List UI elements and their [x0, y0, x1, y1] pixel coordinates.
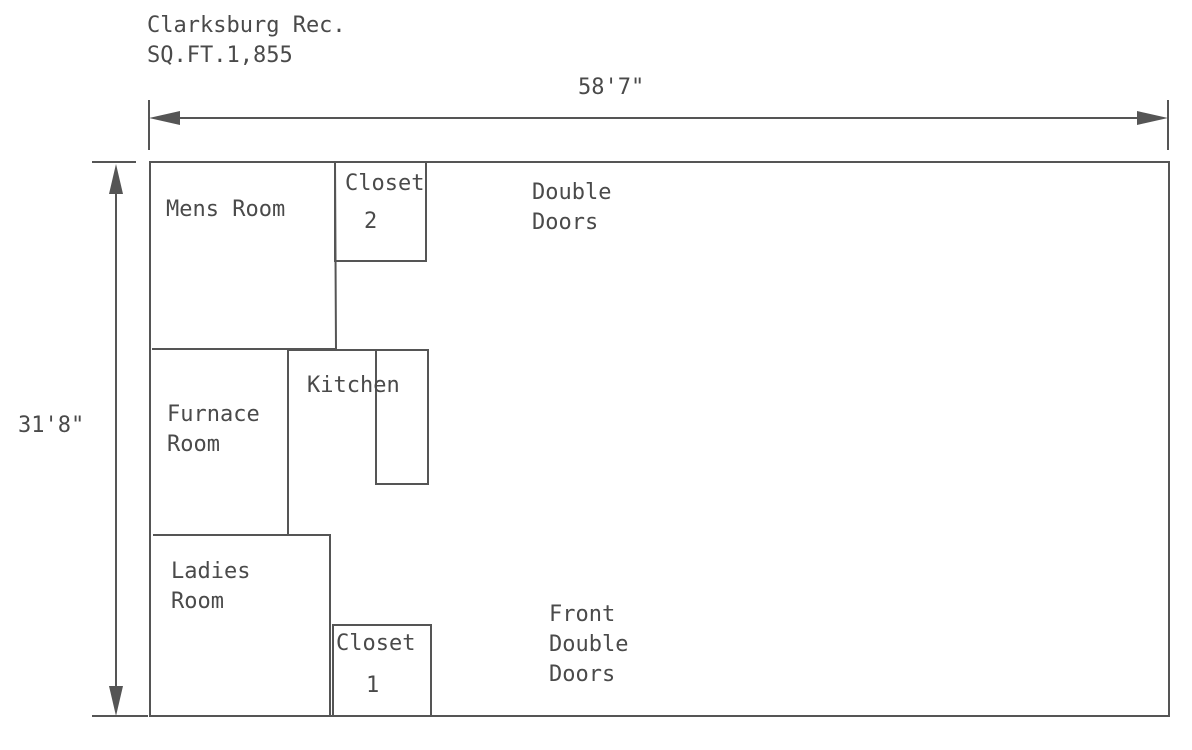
- front-double-doors-label-line3: Doors: [549, 662, 615, 687]
- ladies-room: Ladies Room: [153, 534, 331, 716]
- kitchen: Kitchen: [288, 349, 429, 485]
- mens-room-wall: [152, 161, 338, 350]
- building-outline: [149, 161, 1170, 717]
- width-dimension: 58'7": [148, 75, 1169, 150]
- closet-1-wall: [332, 624, 432, 717]
- closet-1-number: 1: [366, 673, 379, 698]
- mens-room-label: Mens Room: [166, 197, 285, 222]
- double-doors-label-line2: Doors: [532, 210, 598, 235]
- front-double-doors-label-line2: Double: [549, 632, 628, 657]
- furnace-room-label-line2: Room: [167, 432, 220, 457]
- ladies-room-label-line1: Ladies: [171, 559, 250, 584]
- height-dimension: 31'8": [18, 161, 148, 717]
- height-arrow-top-icon: [109, 164, 123, 194]
- height-dimension-label: 31'8": [18, 413, 84, 438]
- closet-2: Closet 2: [334, 161, 427, 262]
- width-dimension-label: 58'7": [578, 75, 644, 100]
- ladies-room-label-line2: Room: [171, 589, 224, 614]
- double-doors: Double Doors: [532, 180, 611, 235]
- ladies-room-wall: [153, 534, 331, 716]
- mens-room: Mens Room: [152, 161, 338, 350]
- height-arrow-bottom-icon: [109, 686, 123, 716]
- kitchen-label: Kitchen: [307, 373, 400, 398]
- closet-1: Closet 1: [332, 624, 432, 717]
- furnace-room-label-line1: Furnace: [167, 402, 260, 427]
- square-footage: SQ.FT.1,855: [147, 43, 293, 68]
- closet-2-number: 2: [364, 209, 377, 234]
- front-double-doors-label-line1: Front: [549, 602, 615, 627]
- closet-1-label: Closet: [336, 631, 415, 656]
- double-doors-label-line1: Double: [532, 180, 611, 205]
- width-arrow-right-icon: [1137, 111, 1168, 125]
- kitchen-wall: [288, 349, 429, 485]
- furnace-room: Furnace Room: [167, 349, 289, 535]
- width-arrow-left-icon: [149, 111, 180, 125]
- front-double-doors: Front Double Doors: [549, 602, 628, 687]
- closet-2-wall: [334, 161, 427, 262]
- building-name: Clarksburg Rec.: [147, 13, 346, 38]
- closet-2-label: Closet: [345, 171, 424, 196]
